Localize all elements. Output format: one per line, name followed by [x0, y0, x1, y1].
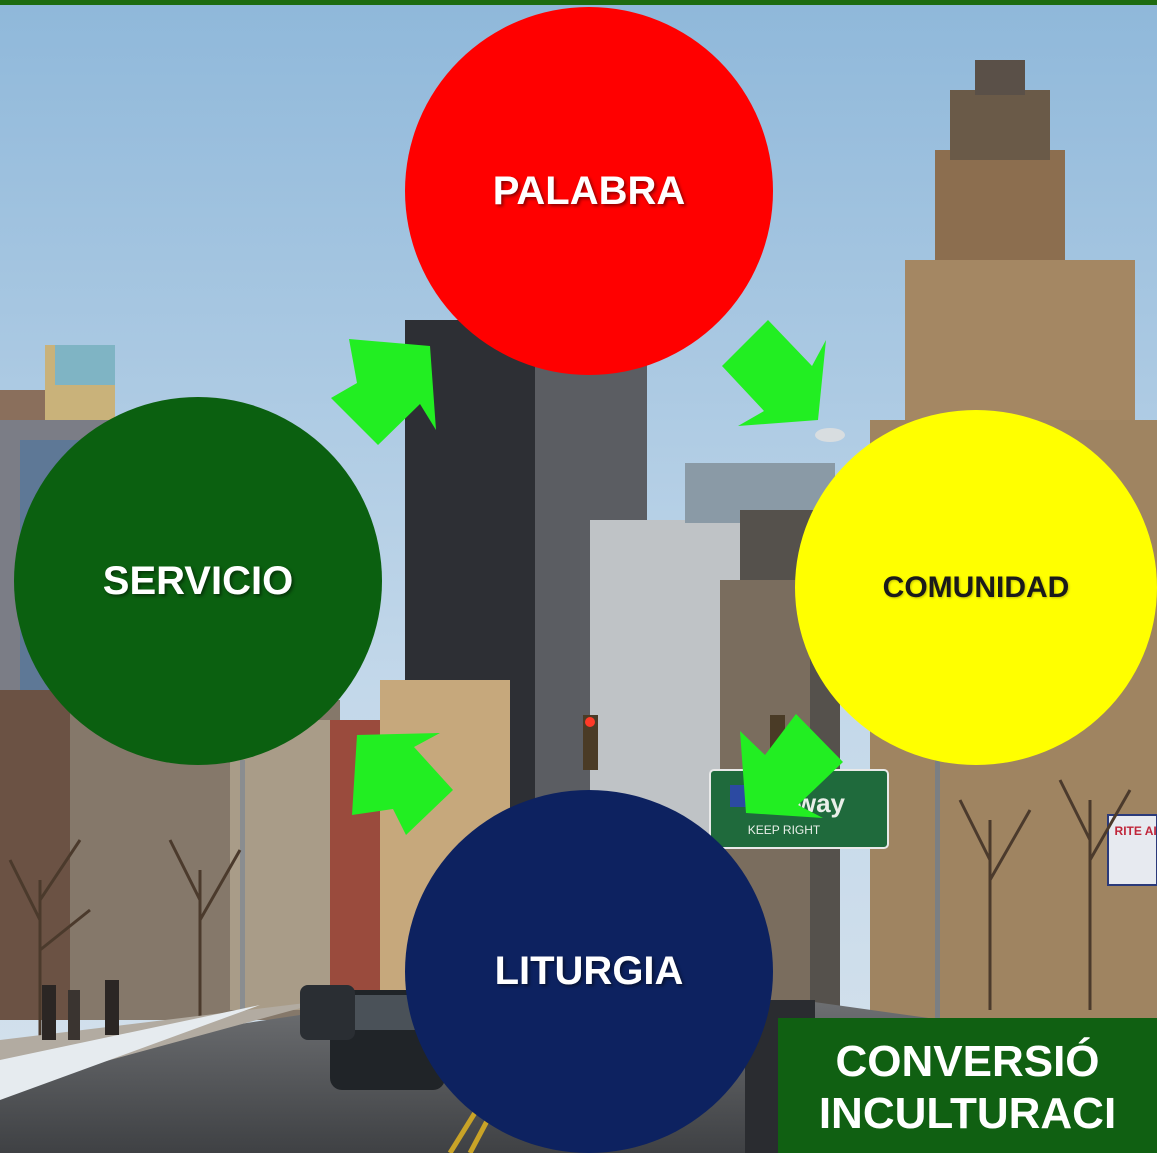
arrow-servicio-to-palabra-icon [331, 339, 436, 445]
palabra-circle: PALABRA [405, 7, 773, 375]
conversion-line-1: CONVERSIÓ [835, 1037, 1100, 1086]
comunidad-circle: COMUNIDAD [795, 410, 1157, 765]
conversion-line-2: INCULTURACI [818, 1089, 1117, 1138]
store-sign: RITE AID [1107, 814, 1157, 886]
servicio-circle: SERVICIO [14, 397, 382, 765]
palabra-label: PALABRA [492, 168, 686, 213]
svg-text:KEEP RIGHT: KEEP RIGHT [748, 823, 821, 837]
top-bar [0, 0, 1157, 5]
bare-trees [8, 779, 1132, 1060]
arrow-palabra-to-comunidad-icon [722, 320, 826, 426]
svg-text:RITE AID: RITE AID [1115, 824, 1157, 838]
arrow-comunidad-to-liturgia-icon [740, 714, 843, 818]
conversion-box: CONVERSIÓ INCULTURACI [778, 1018, 1157, 1153]
servicio-label: SERVICIO [102, 558, 294, 603]
liturgia-label: LITURGIA [494, 949, 684, 993]
arrow-liturgia-to-servicio-icon [352, 733, 453, 835]
liturgia-circle: LITURGIA [405, 790, 773, 1153]
comunidad-label: COMUNIDAD [882, 570, 1070, 604]
cycle-arrows [331, 320, 843, 835]
